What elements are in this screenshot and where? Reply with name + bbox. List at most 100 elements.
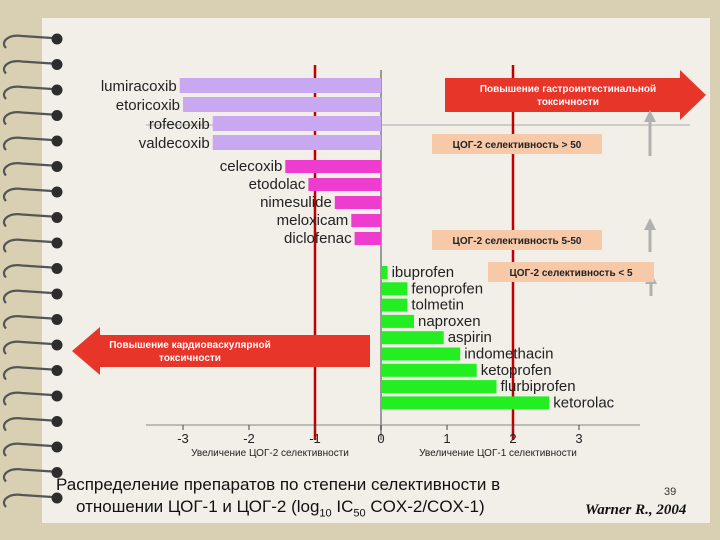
drug-label-celecoxib: celecoxib [220,158,283,175]
binding-coil [2,417,53,432]
bar-rofecoxib [212,116,381,131]
drug-label-ketorolac: ketorolac [553,394,614,411]
tick-label: 1 [443,431,450,446]
spiral-binding [2,33,63,508]
binding-coil [2,468,53,483]
bar-indomethacin [381,347,461,361]
drug-label-flurbiprofen: flurbiprofen [501,378,576,395]
binding-hole [51,288,63,300]
gi-toxicity-label: токсичности [537,97,599,108]
axis-label-left: Увеличение ЦОГ-2 селективности [191,448,349,459]
cv-toxicity-label: токсичности [159,353,221,364]
drug-label-fenoprofen: fenoprofen [411,280,483,297]
binding-hole [51,263,63,274]
drug-label-meloxicam: meloxicam [277,212,349,229]
tick-label: 3 [575,431,582,446]
bar-tolmetin [381,298,408,312]
binding-coil [2,264,53,279]
drug-label-ibuprofen: ibuprofen [392,264,455,281]
binding-coil [2,366,53,381]
binding-coil [2,111,53,126]
group-label-high-box [432,134,602,154]
gi-toxicity-arrow [445,70,706,120]
bar-flurbiprofen [381,380,497,394]
cv-toxicity-label: Повышение кардиоваскулярной [109,340,271,351]
bar-meloxicam [351,214,381,227]
slide-caption: Распределение препаратов по степени селе… [56,474,576,524]
binding-coil [2,34,53,49]
drug-label-diclofenac: diclofenac [284,230,352,247]
range-arrow-mid-head [644,218,656,230]
author-citation: Warner R., 2004 [585,502,687,518]
binding-hole [51,441,63,453]
drug-label-tolmetin: tolmetin [411,297,464,314]
binding-hole [51,84,63,96]
bar-aspirin [381,331,444,345]
tick-label: -3 [177,431,189,446]
bar-naproxen [381,314,414,328]
binding-coil [2,238,53,253]
binding-coil [2,213,53,228]
drug-label-lumiracoxib: lumiracoxib [101,78,177,95]
caption-line-2: отношении ЦОГ-1 и ЦОГ-2 (log10 IC50 COX-… [76,497,485,520]
drug-label-etodolac: etodolac [249,176,306,193]
drug-label-ketoprofen: ketoprofen [481,362,552,379]
binding-hole [51,59,63,70]
binding-hole [51,492,63,504]
group-label-low: ЦОГ-2 селективность < 5 [509,268,633,279]
drug-label-nimesulide: nimesulide [260,194,332,211]
page-number: 39 [664,486,677,498]
drug-label-aspirin: aspirin [448,329,492,346]
group-label-high: ЦОГ-2 селективность > 50 [453,140,582,151]
bar-etoricoxib [183,97,381,112]
binding-coil [2,289,53,304]
bar-valdecoxib [212,135,381,150]
tick-label: -1 [309,431,321,446]
binding-hole [51,237,63,249]
binding-hole [51,416,63,427]
tick-label: -2 [243,431,255,446]
binding-hole [51,135,63,147]
binding-coil [2,442,53,457]
binding-coil [2,85,53,100]
binding-hole [51,186,63,198]
binding-hole [51,339,63,351]
binding-hole [51,365,63,376]
bar-nimesulide [334,196,381,209]
axis-label-right: Увеличение ЦОГ-1 селективности [419,448,577,459]
binding-coil [2,162,53,177]
binding-coil [2,60,53,75]
cv-toxicity-arrow [72,327,370,375]
bar-ketoprofen [381,363,477,377]
drug-label-rofecoxib: rofecoxib [149,116,210,133]
binding-hole [51,390,63,402]
bar-ketorolac [381,396,550,410]
tick-label: 2 [509,431,516,446]
binding-hole [51,212,63,223]
drug-label-valdecoxib: valdecoxib [139,135,210,152]
gi-toxicity-label: Повышение гастроинтестинальной [480,84,656,95]
caption-line-1: Распределение препаратов по степени селе… [56,475,501,494]
range-arrow-high-head [644,110,656,122]
binding-coil [2,391,53,406]
drug-label-indomethacin: indomethacin [464,346,553,363]
tick-label: 0 [377,431,384,446]
bar-fenoprofen [381,282,408,296]
group-label-mid-box [432,230,602,250]
bar-etodolac [308,178,381,191]
binding-hole [51,33,63,45]
binding-coil [2,136,53,151]
group-label-low-box [488,262,654,282]
binding-hole [51,161,63,172]
binding-hole [51,110,63,121]
bar-ibuprofen [381,266,388,279]
binding-hole [51,467,63,478]
binding-hole [51,314,63,325]
binding-coil [2,315,53,330]
group-label-mid: ЦОГ-2 селективность 5-50 [453,236,582,247]
binding-coil [2,187,53,202]
bar-lumiracoxib [179,78,381,93]
drug-label-etoricoxib: etoricoxib [116,97,180,114]
